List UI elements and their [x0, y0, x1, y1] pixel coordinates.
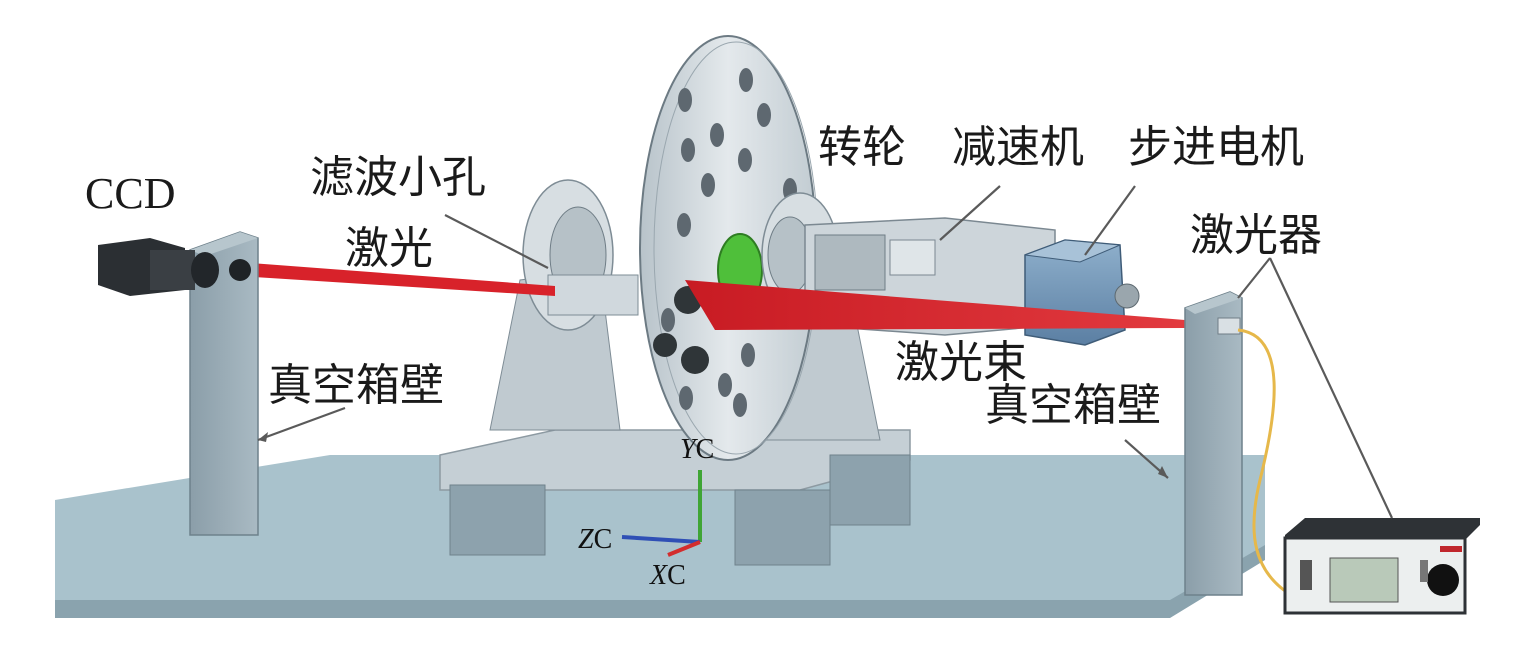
z-axis-line: [621, 535, 701, 544]
vacuum-wall-left: [189, 231, 259, 536]
leader-lines: [257, 185, 1393, 519]
base-plate: [55, 455, 1265, 618]
vacuum-wall-right-label: 真空箱壁: [985, 380, 1161, 431]
z-axis-label: ZC: [578, 524, 612, 555]
stepper-motor-label: 步进电机: [1128, 122, 1304, 173]
laser-device-label: 激光器: [1190, 210, 1322, 261]
stepper-motor: [1024, 239, 1140, 346]
reducer-label: 减速机: [952, 122, 1084, 173]
vacuum-wall-left-label: 真空箱壁: [268, 360, 444, 411]
vacuum-wall-right: [1184, 291, 1243, 596]
laser-label: 激光: [345, 223, 433, 274]
laser-beam-line: [238, 262, 555, 296]
wheel-label: 转轮: [818, 122, 906, 173]
laser-beam-label: 激光束: [895, 337, 1027, 388]
bearing-housing-left: [522, 179, 639, 331]
y-axis-label: YC: [680, 434, 714, 465]
filter-pinhole-label: 滤波小孔: [310, 152, 486, 203]
laser-device-box: [1283, 518, 1480, 615]
optical-fiber: [1237, 328, 1301, 602]
x-axis-line: [667, 540, 701, 557]
coordinate-axes: [621, 470, 702, 557]
ccd-label: CCD: [85, 169, 175, 218]
ccd-camera: [98, 238, 219, 296]
x-axis-label: XC: [649, 560, 686, 591]
laser-beam-cone: [685, 280, 1185, 330]
